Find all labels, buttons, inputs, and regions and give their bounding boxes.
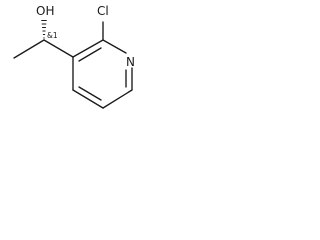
hydroxyl-label: OH (36, 4, 54, 18)
atom-labels: OH Cl N &1 (36, 4, 135, 69)
bonds (13, 20, 133, 109)
hashed-wedge-bond (41, 20, 47, 39)
bond-ring-c5-c4 (72, 89, 104, 109)
chlorine-label: Cl (97, 4, 109, 18)
bond-ring-c2-n1 (102, 39, 127, 54)
chemical-structure: OH Cl N &1 (13, 4, 135, 109)
bond-stereocenter-ring (43, 39, 74, 58)
bond-ring-c2-c3-double (78, 47, 102, 62)
bond-methyl-stereocenter (13, 39, 45, 59)
stereo-label: &1 (47, 31, 58, 40)
bond-ring-c6-c5 (102, 89, 133, 109)
nitrogen-label: N (126, 55, 135, 69)
bond-ring-c3-c2 (72, 39, 104, 58)
bond-ring-c4-c5-double (78, 86, 102, 101)
